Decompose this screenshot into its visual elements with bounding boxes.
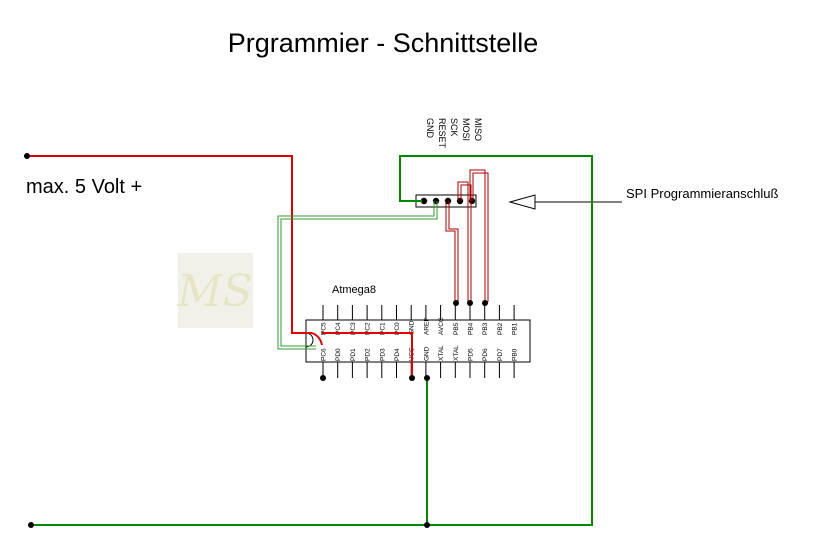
gnd-wire [28,155,593,528]
chip-top-pin-label: PC5 [321,322,328,335]
chip-bottom-pin-label: PD7 [497,348,504,361]
logo-text: MS [176,266,252,317]
chip-top-pin-label: PC3 [350,322,357,335]
chip-bottom-pin-label: XTAL [438,345,445,361]
page-title: Prgrammier - Schnittstelle [228,28,539,58]
chip-top-pin-label: PB4 [468,322,475,335]
chip-top-pin-label: PC0 [394,322,401,335]
chip-bottom-pin-label: PD5 [468,348,475,361]
junction-dots [320,300,488,381]
vcc-wire [24,153,413,378]
chip-bottom-pin-label: PD3 [379,348,386,361]
supply-label: max. 5 Volt + [26,176,142,198]
connector-pin-label: MOSI [461,118,471,141]
chip-top-pin-label: PB1 [512,322,519,335]
chip-top-pin-label: PB2 [497,322,504,335]
connector-pin-label: RESET [437,118,447,149]
spi-signal-wires [445,169,489,302]
chip-body [305,319,531,363]
chip-top-pin-label: PB3 [482,322,489,335]
chip-top-pins: PC5 PC4 PC3 PC2 PC1 PC0 GND AREF AVCC PB5 PB4 PB3 PB… [321,305,519,335]
chip-top-pin-label: PC2 [365,322,372,335]
connector-pin [420,197,428,205]
chip-bottom-pin-label: GND [423,346,430,361]
chip-bottom-pin-label: PD4 [394,348,401,361]
chip-bottom-pin-label: PB0 [512,348,519,361]
chip-bottom-pin-label: PC6 [321,348,328,361]
chip-bottom-pin-label: PD1 [350,348,357,361]
reset-wire [277,201,438,350]
chip-label: Atmega8 [332,284,376,296]
chip-top-pin-label: GND [409,320,416,335]
chip-top-pin-label: AREF [423,318,430,335]
ms-logo: MS [176,253,253,328]
chip-bottom-pin-label: PD0 [335,348,342,361]
connector-pin-label: GND [425,118,435,139]
chip-bottom-pin-label: XTAL [453,345,460,361]
chip-bottom-pin-label: PD6 [482,348,489,361]
connector-pin-label: SCK [449,118,459,137]
chip-top-pin-label: PC1 [379,322,386,335]
chip-bottom-pin-label: PD2 [365,348,372,361]
chip-top-pin-label: AVCC [438,317,445,335]
spi-connector-label: SPI Programmieranschluß [626,186,778,201]
connector-pin-label: MISO [473,118,483,141]
chip-top-pin-label: PB5 [453,322,460,335]
spi-arrow-icon [508,194,622,210]
chip-top-pin-label: PC4 [335,322,342,335]
